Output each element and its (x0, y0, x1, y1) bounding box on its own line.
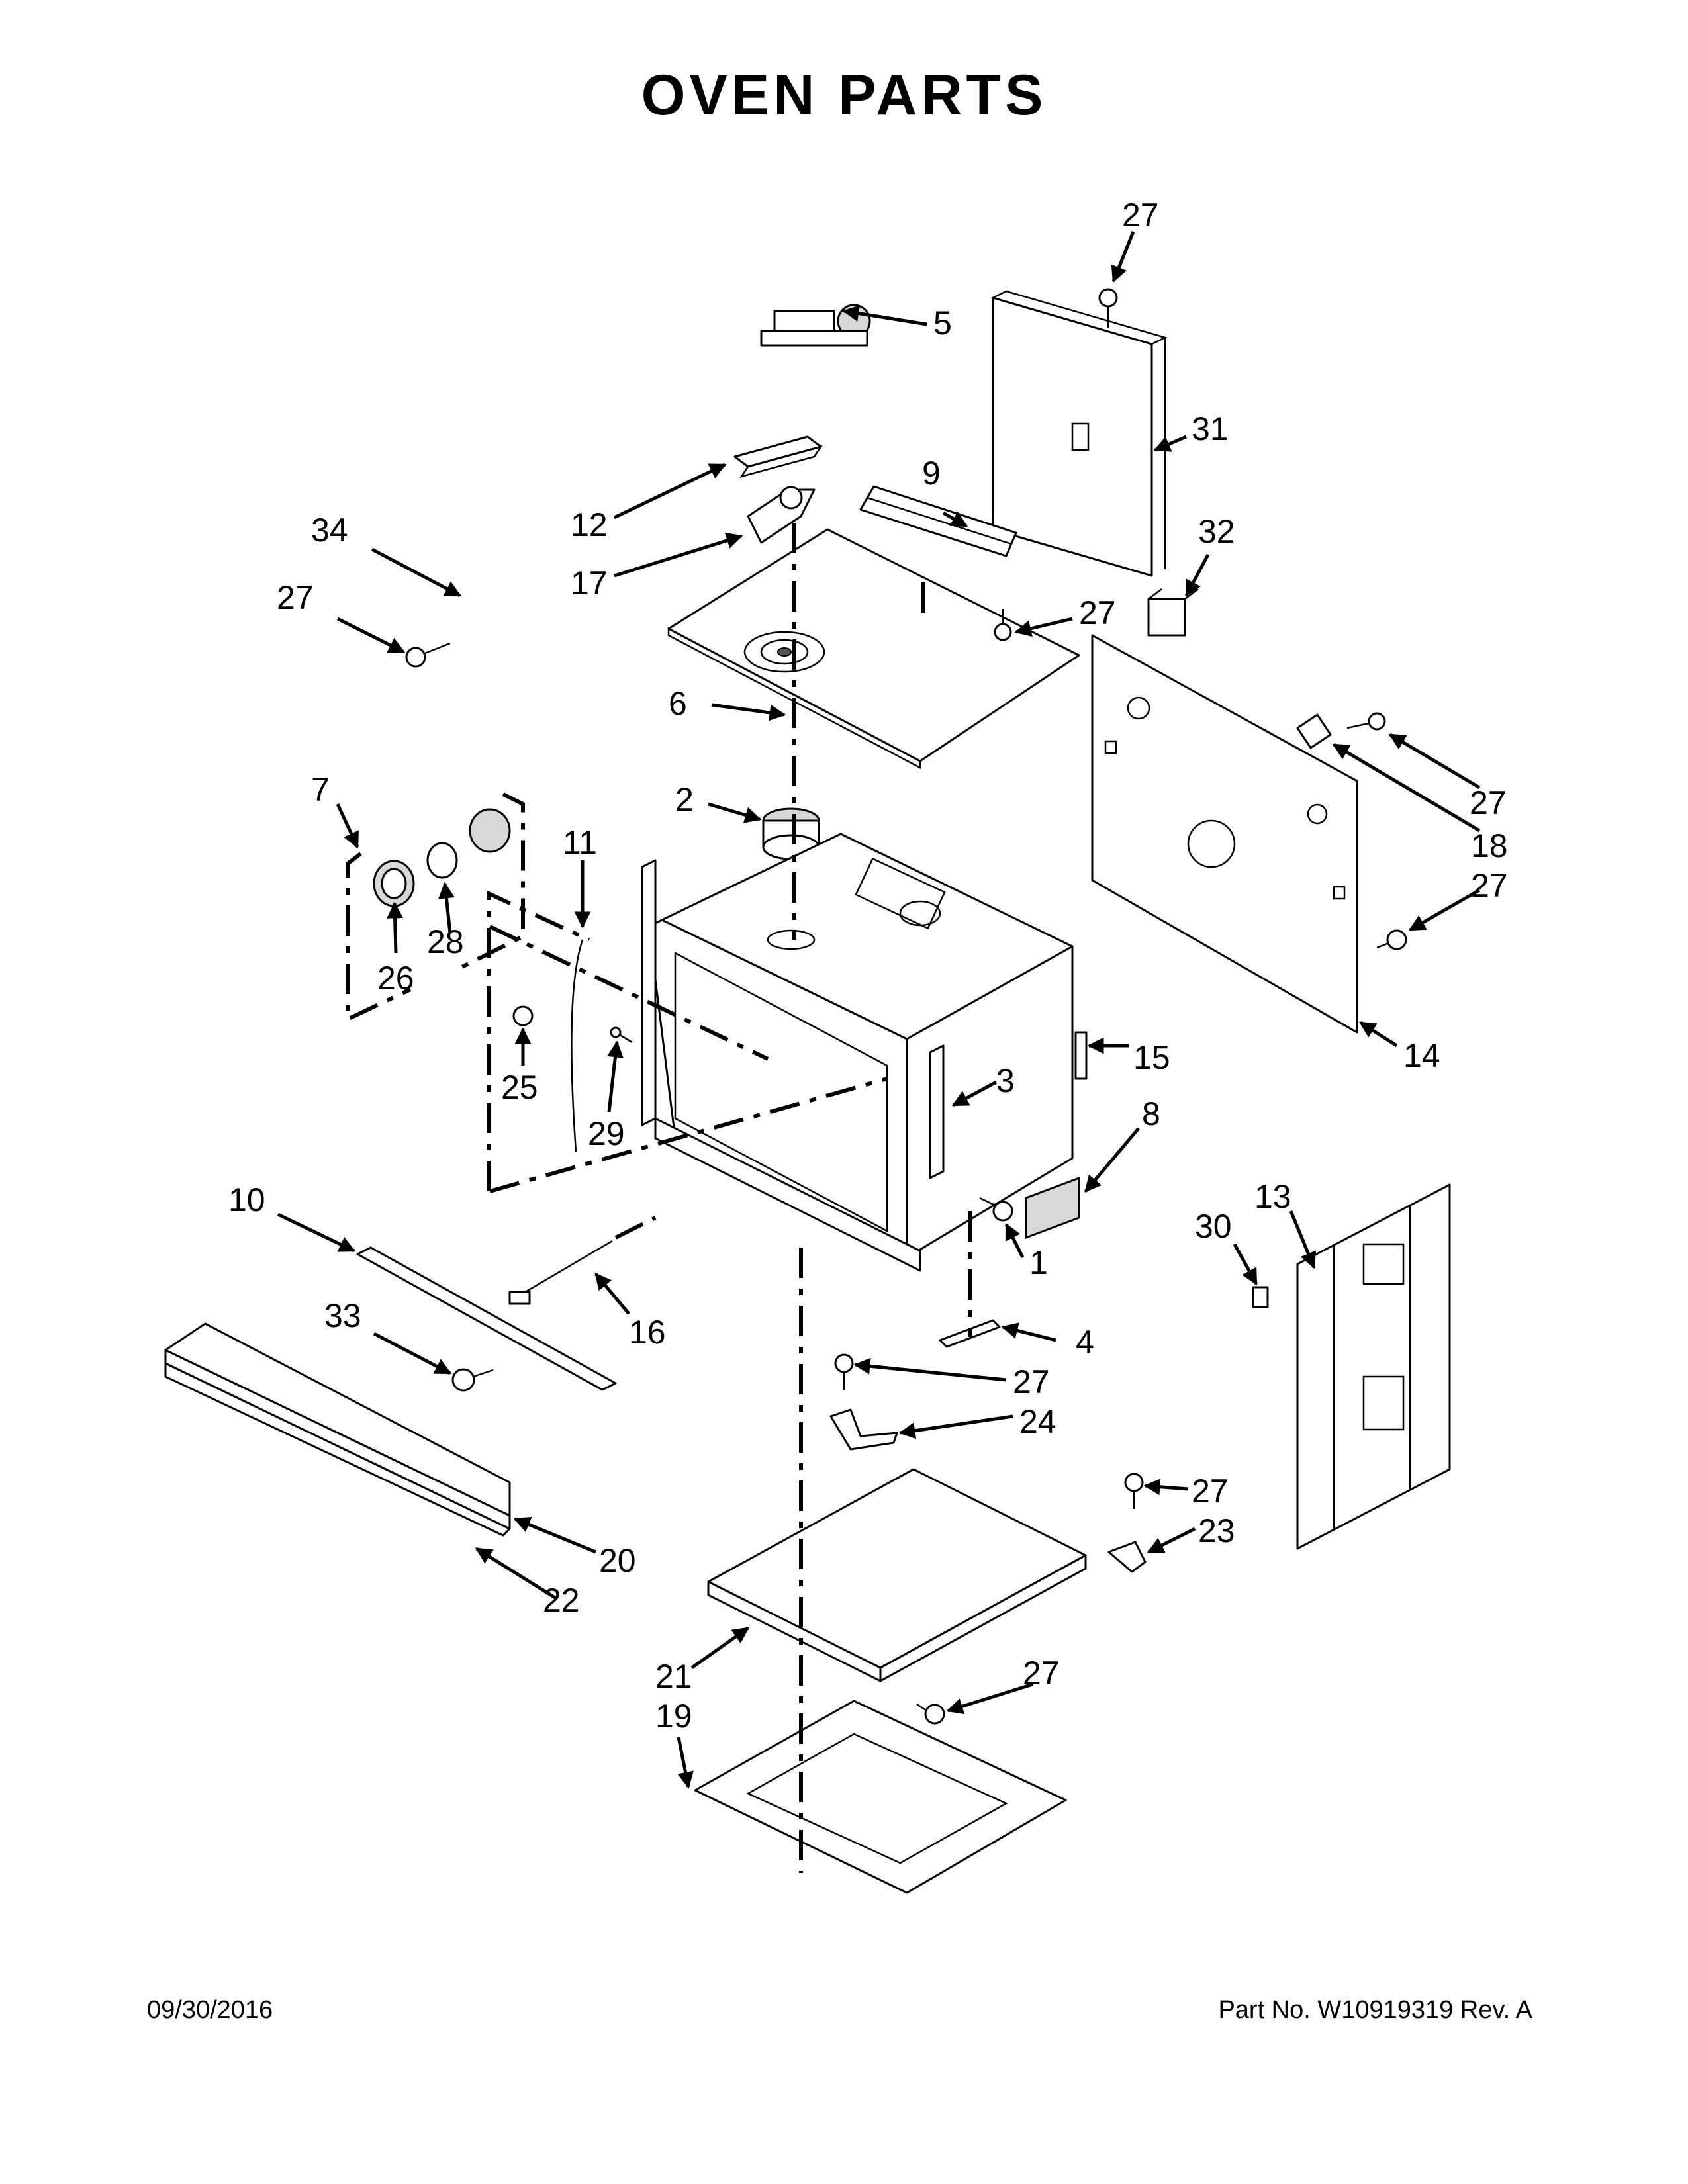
part-11-wire (571, 939, 584, 1152)
part-5-switch (760, 304, 871, 347)
part-31-rear-panel (990, 290, 1168, 577)
callout-27: 27 (1471, 867, 1508, 904)
callout-33: 33 (324, 1297, 361, 1334)
callout-34: 34 (311, 512, 348, 549)
part-23-bracket (1107, 1541, 1147, 1573)
callout-27: 27 (1079, 594, 1116, 631)
part-1-screw (979, 1197, 1013, 1222)
callout-4: 4 (1076, 1324, 1094, 1361)
part-24-bracket (829, 1408, 898, 1451)
part-18-bracket (1296, 713, 1332, 749)
part-15-hinge (1074, 1031, 1088, 1080)
leader-arrows (277, 231, 1481, 1789)
callout-20: 20 (599, 1542, 636, 1579)
callout-24: 24 (1019, 1403, 1056, 1440)
page-title: OVEN PARTS (641, 64, 1047, 127)
callout-19: 19 (655, 1698, 692, 1735)
part-33-screw (451, 1368, 494, 1392)
part-9-vent-duct (859, 485, 1017, 557)
callout-13: 13 (1254, 1178, 1291, 1215)
callout-18: 18 (1471, 827, 1508, 864)
part-7-light-assembly (373, 808, 511, 907)
callout-5: 5 (933, 304, 952, 341)
callout-labels: 27 5 31 9 32 12 17 27 34 27 6 27 18 27 2… (228, 197, 1508, 1735)
part-12-vent-cover (733, 435, 823, 478)
part-27-screws (405, 288, 1407, 1725)
part-21-bottom-panel (707, 1468, 1087, 1682)
front-frame (641, 859, 921, 1272)
callout-6: 6 (669, 685, 687, 722)
part-19-lower-panel (694, 1700, 1067, 1894)
callout-23: 23 (1198, 1512, 1235, 1549)
callout-10: 10 (228, 1181, 265, 1218)
footer-part-number: Part No. W10919319 Rev. A (1218, 1996, 1532, 2024)
part-20-trim (164, 1322, 511, 1530)
callout-16: 16 (629, 1314, 666, 1351)
part-25-plug (512, 1005, 534, 1026)
callout-14: 14 (1403, 1037, 1440, 1074)
callout-3: 3 (996, 1062, 1015, 1099)
callout-31: 31 (1192, 410, 1229, 447)
part-17-vent-bracket (747, 486, 816, 544)
callout-15: 15 (1133, 1039, 1170, 1076)
callout-26: 26 (377, 960, 414, 997)
assembly-lines (346, 523, 972, 1873)
part-22-cover (164, 1362, 511, 1537)
callout-27: 27 (1122, 197, 1159, 234)
callout-9: 9 (922, 455, 941, 492)
callout-11: 11 (563, 824, 597, 861)
callout-29: 29 (588, 1115, 625, 1152)
callout-25: 25 (501, 1069, 538, 1106)
part-30-clip (1252, 1286, 1269, 1308)
part-14-back-panel (1091, 634, 1358, 1034)
callout-27: 27 (1023, 1655, 1060, 1692)
callout-1: 1 (1029, 1244, 1048, 1281)
part-29-screw (610, 1026, 633, 1044)
callout-21: 21 (655, 1658, 692, 1695)
part-8-grille (1025, 1176, 1080, 1240)
part-6-top-panel (667, 528, 1080, 770)
callout-30: 30 (1195, 1208, 1232, 1245)
part-10-rail (356, 1246, 617, 1391)
callout-27: 27 (1470, 784, 1507, 821)
part-13-side-panel (1296, 1183, 1451, 1550)
oven-cavity (647, 833, 1074, 1259)
callout-28: 28 (427, 923, 464, 960)
callout-27: 27 (1192, 1473, 1229, 1510)
part-3-side-bracket (929, 1044, 945, 1179)
callout-8: 8 (1142, 1095, 1160, 1132)
callout-2: 2 (675, 781, 694, 818)
callout-22: 22 (543, 1582, 580, 1619)
callout-17: 17 (571, 565, 608, 602)
part-32-clip (1147, 588, 1199, 637)
callout-32: 32 (1198, 513, 1235, 550)
callout-27: 27 (277, 579, 314, 616)
callout-7: 7 (311, 771, 330, 808)
callout-27: 27 (1013, 1363, 1050, 1400)
part-16-probe (508, 1240, 613, 1305)
callout-12: 12 (571, 506, 608, 543)
footer-date: 09/30/2016 (147, 1996, 273, 2024)
